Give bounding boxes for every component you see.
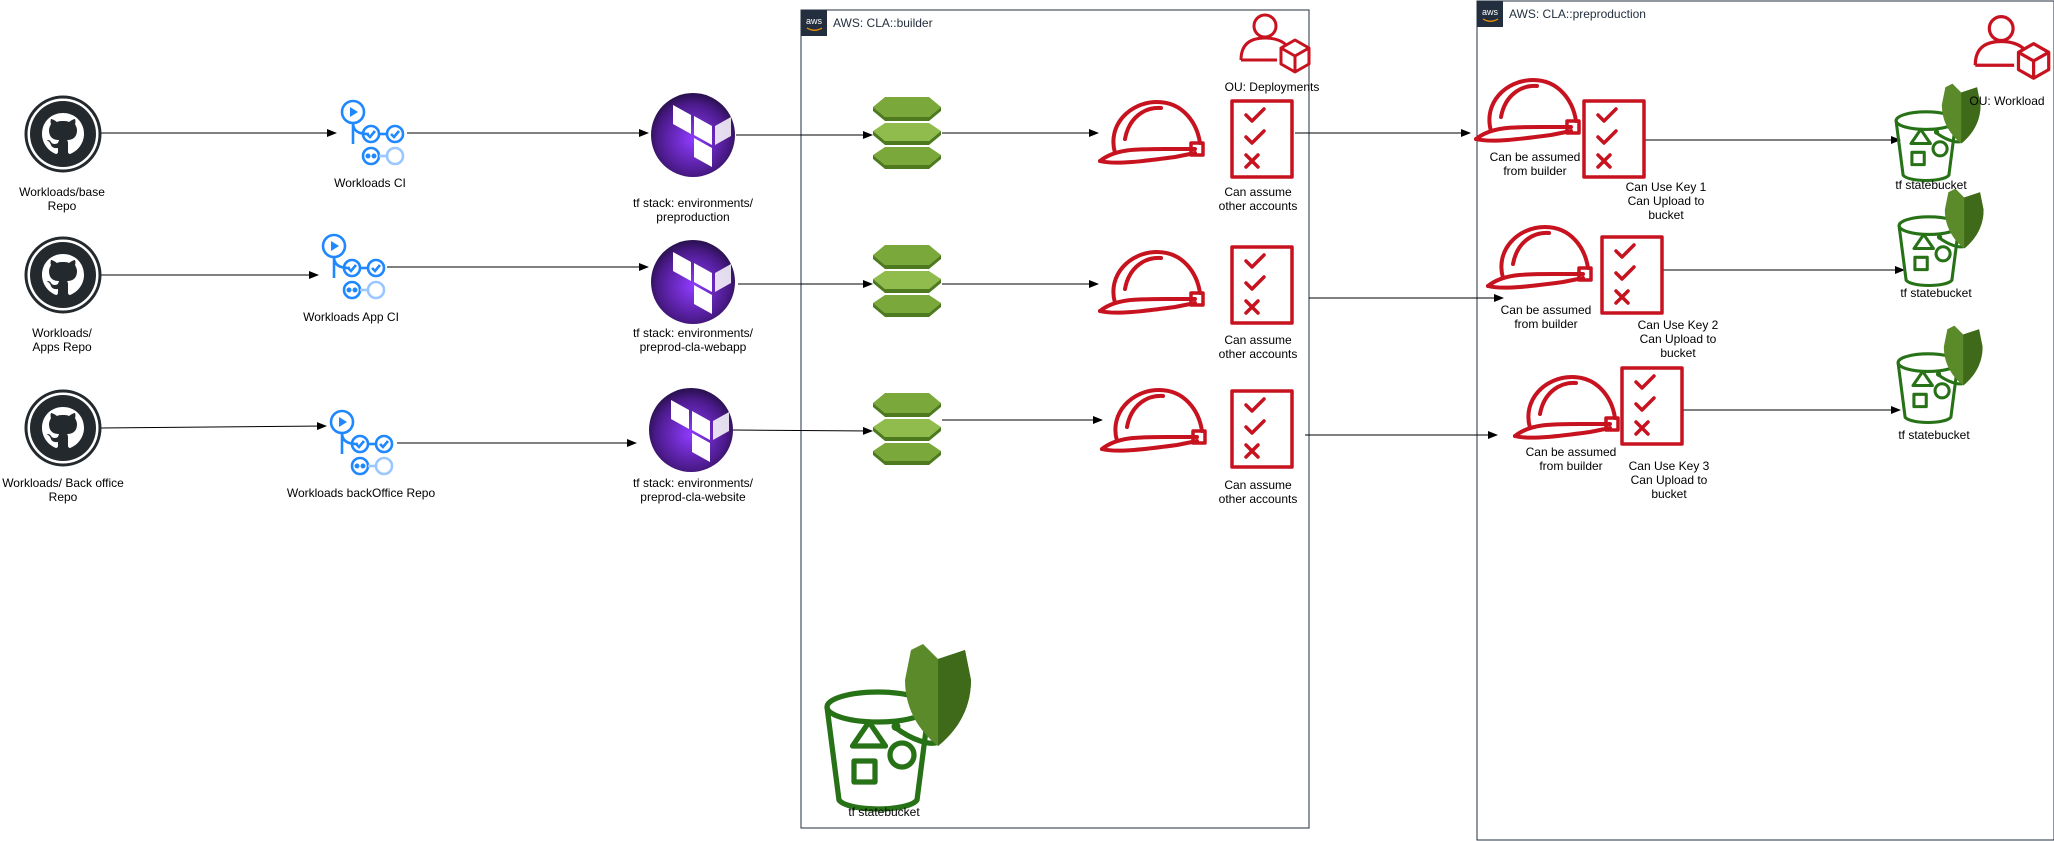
github-actions-icon [329,409,394,476]
terraform-icon [651,240,735,324]
stack-label-preproduction: tf stack: environments/ preproduction [632,196,754,224]
pipeline-label-ci: Workloads CI [334,176,406,190]
target-policy-label-3: Can Use Key 3 Can Upload to bucket [1628,459,1710,501]
ou-label-workload: OU: Workload [1969,94,2045,108]
iam-role-helmet-icon [1486,225,1593,290]
ou-label-deployments: OU: Deployments [1224,80,1320,94]
builder-policy-label-3: Can assume other accounts [1218,478,1298,506]
account-box-builder [800,9,1310,829]
target-role-label-1: Can be assumed from builder [1489,150,1581,178]
github-icon [24,95,102,173]
stack-label-website: tf stack: environments/ preprod-cla-webs… [632,476,754,504]
s3-bucket-kms-icon [1897,187,1986,288]
iam-policy-icon [1620,366,1684,446]
s3-bucket-kms-icon [1896,324,1985,425]
iam-role-helmet-icon [1098,100,1205,165]
repo-label-base: Workloads/base Repo [19,185,105,213]
iam-policy-icon [1582,99,1646,179]
target-bucket-label-2: tf statebucket [1900,286,1972,300]
terraform-icon [649,388,733,472]
github-icon [24,236,102,314]
arrow-repo-to-ci-3 [99,422,327,431]
aws-logo-icon [800,9,828,37]
organizational-unit-icon [1239,13,1311,74]
target-bucket-label-3: tf statebucket [1898,428,1970,442]
aws-codebuild-icon [873,245,941,317]
repo-label-backoffice: Workloads/ Back office Repo [2,476,124,504]
builder-policy-label-1: Can assume other accounts [1218,185,1298,213]
iam-policy-icon [1230,245,1294,325]
connectors [99,129,1905,447]
aws-logo-icon [1476,0,1504,28]
account-box-preproduction [1476,0,2054,841]
iam-role-helmet-icon [1098,250,1205,315]
pipeline-label-app-ci: Workloads App CI [303,310,399,324]
pipeline-label-backoffice: Workloads backOffice Repo [286,486,436,500]
repo-label-apps: Workloads/ Apps Repo [32,326,92,354]
target-policy-label-1: Can Use Key 1 Can Upload to bucket [1625,180,1707,222]
target-policy-label-2: Can Use Key 2 Can Upload to bucket [1637,318,1719,360]
builder-bucket-label: tf statebucket [848,805,920,819]
iam-role-helmet-icon [1513,375,1620,440]
arrow-stack-to-build-3 [732,426,873,435]
terraform-icon [651,93,735,177]
account-title-preproduction: AWS: CLA::preproduction [1509,7,1646,21]
github-actions-icon [321,233,386,300]
iam-policy-icon [1230,99,1294,179]
account-title-builder: AWS: CLA::builder [833,16,933,30]
iam-policy-icon [1230,389,1294,469]
target-role-label-3: Can be assumed from builder [1525,445,1617,473]
s3-bucket-kms-icon [827,644,971,809]
iam-policy-icon [1600,235,1664,315]
iam-role-helmet-icon [1474,78,1581,143]
target-bucket-label-1: tf statebucket [1895,178,1967,192]
aws-codebuild-icon [873,393,941,465]
target-role-label-2: Can be assumed from builder [1500,303,1592,331]
organizational-unit-icon [1973,15,2051,80]
builder-policy-label-2: Can assume other accounts [1218,333,1298,361]
stack-label-webapp: tf stack: environments/ preprod-cla-weba… [632,326,754,354]
github-actions-icon [340,99,405,166]
github-icon [24,389,102,467]
iam-role-helmet-icon [1100,388,1207,453]
aws-codebuild-icon [873,97,941,169]
